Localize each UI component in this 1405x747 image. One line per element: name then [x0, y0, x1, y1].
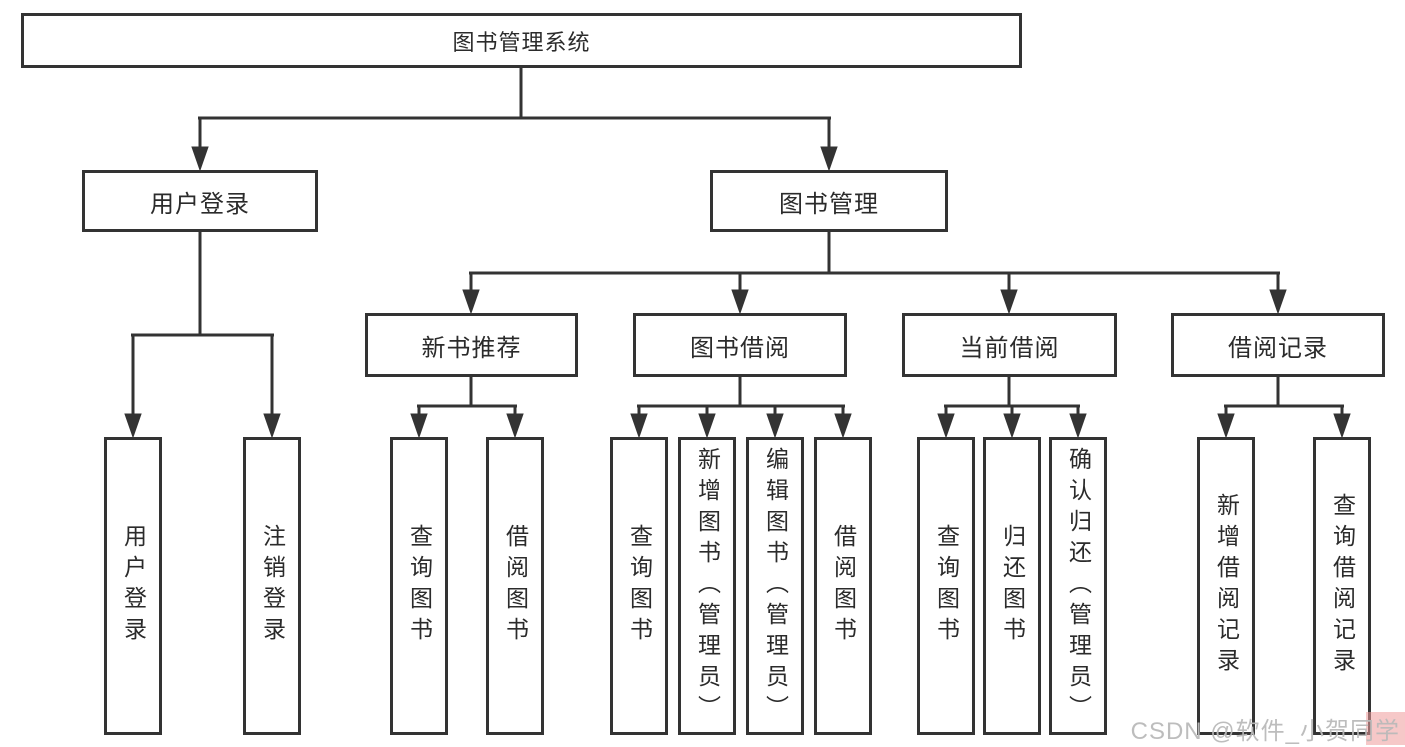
connector-new-book-children: [410, 377, 524, 439]
leaf-borrow-books: 借阅图书: [814, 437, 872, 735]
connector-current-borrow-children: [937, 377, 1087, 439]
node-user-login: 用户登录: [82, 170, 318, 232]
leaf-newbook-borrow-books: 借阅图书: [486, 437, 544, 735]
csdn-watermark: CSDN @软件_小贺同学: [1130, 718, 1400, 745]
leaf-logout: 注销登录: [243, 437, 301, 735]
leaf-borrow-query-books: 查询图书: [610, 437, 668, 735]
connector-user-login-children: [124, 232, 281, 439]
leaf-add-borrow-record: 新增借阅记录: [1197, 437, 1255, 735]
connector-book-borrow-children: [630, 377, 852, 439]
leaf-confirm-return-admin: 确认归还（管理员）: [1049, 437, 1107, 735]
connector-borrow-records-children: [1217, 377, 1351, 439]
leaf-add-books-admin: 新增图书（管理员）: [678, 437, 736, 735]
connector-book-mgmt-children: [462, 232, 1287, 315]
node-borrow-records: 借阅记录: [1171, 313, 1385, 377]
node-new-book-recommend: 新书推荐: [365, 313, 578, 377]
leaf-current-query-books: 查询图书: [917, 437, 975, 735]
leaf-edit-books-admin: 编辑图书（管理员）: [746, 437, 804, 735]
leaf-return-books: 归还图书: [983, 437, 1041, 735]
connector-root-to-level1: [191, 68, 838, 172]
node-book-management: 图书管理: [710, 170, 948, 232]
leaf-user-login: 用户登录: [104, 437, 162, 735]
node-book-borrow: 图书借阅: [633, 313, 847, 377]
watermark-accent: [1366, 712, 1405, 745]
leaf-newbook-query-books: 查询图书: [390, 437, 448, 735]
node-current-borrow: 当前借阅: [902, 313, 1117, 377]
leaf-query-borrow-record: 查询借阅记录: [1313, 437, 1371, 735]
root-node-library-system: 图书管理系统: [21, 13, 1022, 68]
